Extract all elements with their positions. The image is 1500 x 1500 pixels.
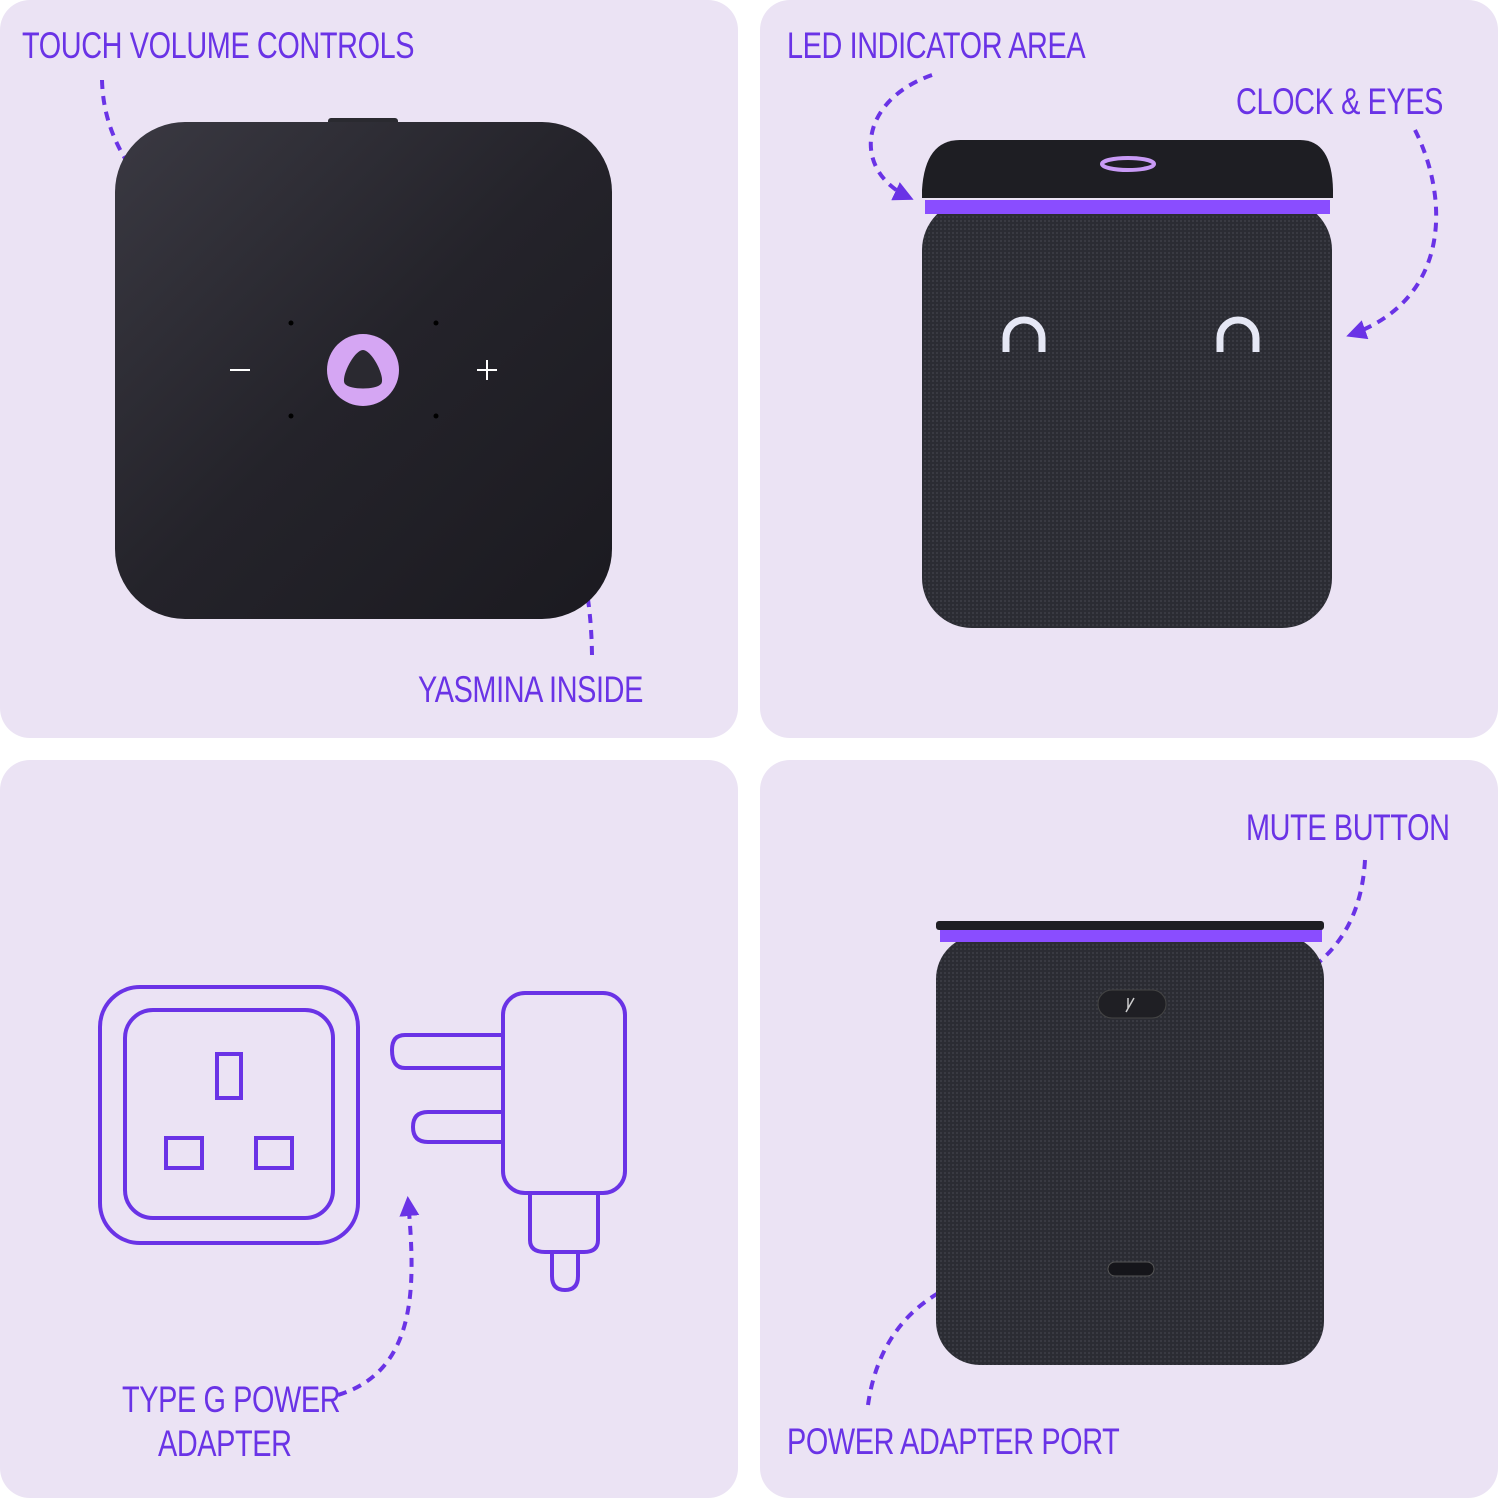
mute-button (1097, 989, 1167, 1019)
arrow-led (868, 73, 933, 201)
label-yasmina: YASMINA INSIDE (418, 669, 643, 710)
label-type-g: TYPE G POWER (122, 1379, 341, 1420)
plug-icon (389, 991, 627, 1293)
label-touch-volume: TOUCH VOLUME CONTROLS (22, 25, 415, 66)
label-led: LED INDICATOR AREA (787, 25, 1086, 66)
label-mute: MUTE BUTTON (1246, 807, 1450, 848)
socket-icon (98, 985, 360, 1245)
label-power-port: POWER ADAPTER PORT (787, 1421, 1120, 1462)
arrow-adapter (337, 1196, 420, 1397)
eye-right-icon (1216, 316, 1260, 352)
speaker-top-view (115, 118, 612, 619)
mic-off-icon (1125, 997, 1135, 1013)
speaker-front-view (922, 140, 1333, 628)
type-g-adapter-illustration (98, 985, 627, 1293)
eye-left-icon (1002, 316, 1046, 352)
arrow-eyes (1346, 129, 1439, 340)
label-adapter: ADAPTER (158, 1423, 292, 1464)
volume-up-icon (477, 360, 497, 380)
label-clock-eyes: CLOCK & EYES (1236, 81, 1444, 122)
usb-c-port (1107, 1261, 1155, 1277)
speaker-back-view (936, 921, 1324, 1365)
